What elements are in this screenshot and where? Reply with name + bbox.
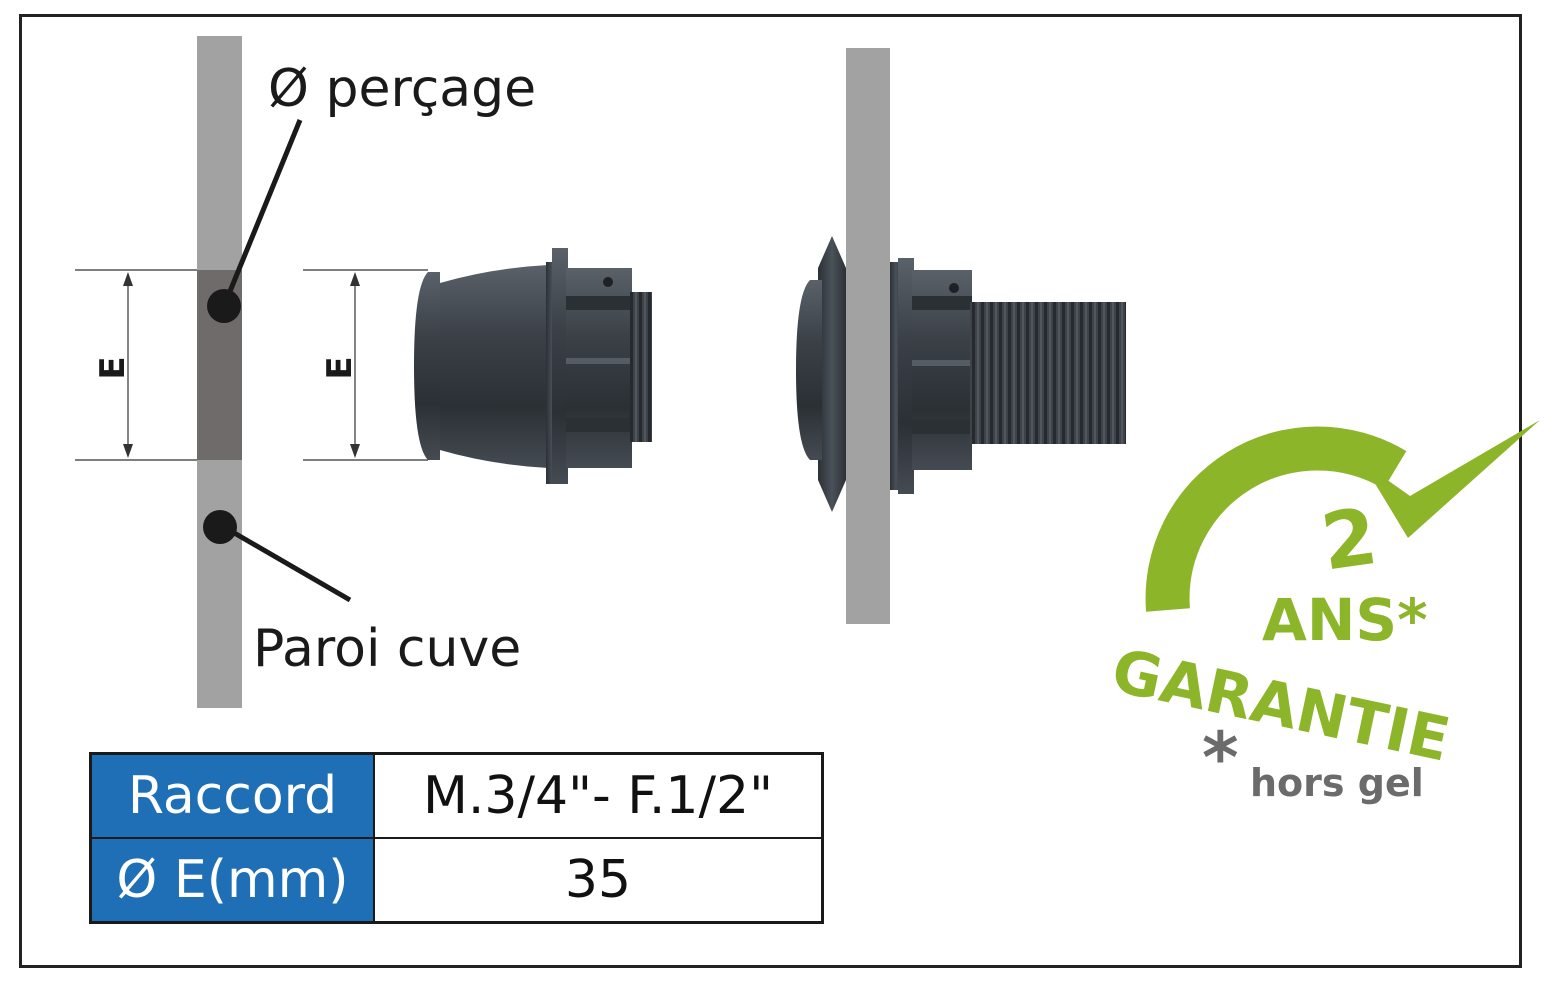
table-header-cell: Raccord	[89, 752, 375, 839]
dimension-left-label: E	[93, 356, 133, 379]
callout-tank-wall	[203, 510, 352, 603]
tank-wall-mounted	[846, 48, 890, 624]
outer-frame	[19, 14, 1522, 968]
spec-table: Raccord M.3/4"- F.1/2" Ø E(mm) 35	[89, 752, 824, 924]
tank-wall-section	[197, 36, 242, 708]
badge-years: 2	[1316, 492, 1382, 589]
dimension-left	[75, 269, 197, 461]
table-value-cell: 35	[373, 837, 824, 924]
table-row: Raccord M.3/4"- F.1/2"	[89, 752, 824, 839]
table-value-cell: M.3/4"- F.1/2"	[373, 752, 824, 839]
warranty-badge: 2 ANS* GARANTIE * hors gel	[1106, 420, 1540, 805]
badge-asterisk: *	[1202, 717, 1239, 799]
dimension-right-label: E	[320, 356, 360, 379]
badge-check-icon	[1362, 420, 1540, 538]
tank-wall-label: Paroi cuve	[253, 619, 521, 679]
callout-drill-diameter	[207, 119, 303, 323]
fitting-mounted	[796, 48, 1126, 624]
badge-word: GARANTIE	[1106, 636, 1456, 776]
badge-arc	[1145, 426, 1407, 612]
badge-note: hors gel	[1250, 761, 1424, 805]
drill-diameter-label: Ø perçage	[268, 59, 536, 119]
dimension-right	[303, 269, 428, 461]
fitting-loose	[414, 248, 652, 484]
badge-unit: ANS*	[1262, 586, 1428, 654]
table-row: Ø E(mm) 35	[89, 837, 824, 924]
table-header-cell: Ø E(mm)	[89, 837, 375, 924]
